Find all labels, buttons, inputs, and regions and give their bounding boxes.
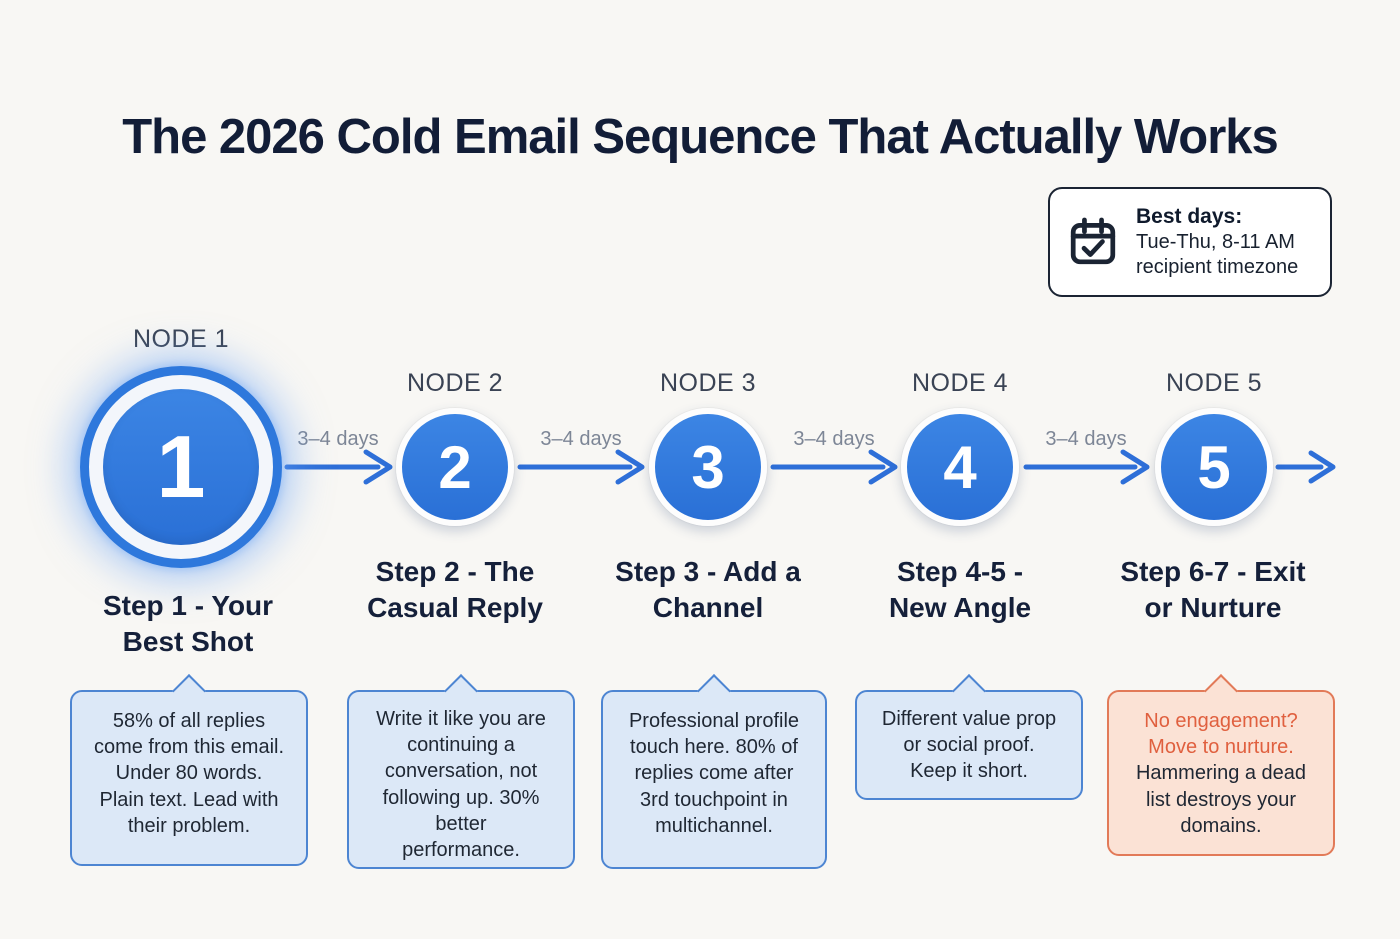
tooltip-step-1-text: 58% of all replies come from this email.… (93, 710, 285, 837)
node-3-circle: 3 (649, 408, 767, 526)
node-1-circle: 1 (80, 366, 282, 568)
interval-label-1: 3–4 days (297, 428, 379, 450)
tooltip-step-3-text: Professional profile touch here. 80% of … (628, 710, 800, 837)
node-1-caption: NODE 1 (132, 325, 230, 353)
node-2-circle: 2 (396, 408, 514, 526)
node-3-number: 3 (691, 433, 725, 501)
tooltip-step-2-text: Write it like you are continuing a conve… (376, 708, 546, 861)
tooltip-step-5: No engagement? Move to nurture. Hammerin… (1107, 690, 1335, 856)
arrow-node1-node2 (284, 449, 393, 485)
page-title: The 2026 Cold Email Sequence That Actual… (122, 109, 1279, 164)
tooltip-step-5-text: Hammering a dead list destroys your doma… (1135, 762, 1307, 837)
tooltip-step-4-text: Different value prop or social proof. Ke… (881, 708, 1057, 783)
best-days-label: Best days: (1136, 204, 1243, 228)
node-5-circle: 5 (1155, 408, 1273, 526)
node-1-number: 1 (156, 417, 206, 516)
arrow-node2-node3 (517, 449, 645, 485)
best-days-text: Best days: Tue-Thu, 8-11 AM recipient ti… (1136, 204, 1298, 281)
step-5-label: Step 6-7 - Exit or Nurture (1120, 556, 1306, 623)
node-5-caption: NODE 5 (1165, 369, 1263, 397)
arrow-node3-node4 (770, 449, 898, 485)
step-1-label: Step 1 - Your Best Shot (102, 590, 274, 657)
tooltip-step-1: 58% of all replies come from this email.… (70, 690, 308, 866)
tooltip-step-3: Professional profile touch here. 80% of … (601, 690, 827, 869)
best-days-card: Best days: Tue-Thu, 8-11 AM recipient ti… (1048, 187, 1332, 297)
node-5-number: 5 (1197, 433, 1231, 501)
step-4-label: Step 4-5 - New Angle (888, 556, 1032, 623)
best-days-value: Tue-Thu, 8-11 AM recipient timezone (1136, 231, 1299, 279)
arrow-exit (1275, 450, 1336, 484)
tooltip-step-5-highlight: No engagement? Move to nurture. (1144, 710, 1298, 759)
arrow-node4-node5 (1023, 449, 1150, 485)
node-2-caption: NODE 2 (406, 369, 504, 397)
tooltip-step-2: Write it like you are continuing a conve… (347, 690, 575, 869)
node-4-caption: NODE 4 (911, 369, 1009, 397)
calendar-check-icon (1070, 217, 1116, 265)
step-3-label: Step 3 - Add a Channel (615, 556, 801, 623)
node-4-circle: 4 (901, 408, 1019, 526)
node-3-caption: NODE 3 (659, 369, 757, 397)
node-1-inner-circle: 1 (103, 389, 259, 545)
node-4-number: 4 (943, 433, 977, 501)
tooltip-step-4: Different value prop or social proof. Ke… (855, 690, 1083, 800)
interval-label-4: 3–4 days (1045, 428, 1127, 450)
interval-label-2: 3–4 days (540, 428, 622, 450)
interval-label-3: 3–4 days (793, 428, 875, 450)
node-2-number: 2 (438, 433, 472, 501)
step-2-label: Step 2 - The Casual Reply (367, 556, 543, 623)
